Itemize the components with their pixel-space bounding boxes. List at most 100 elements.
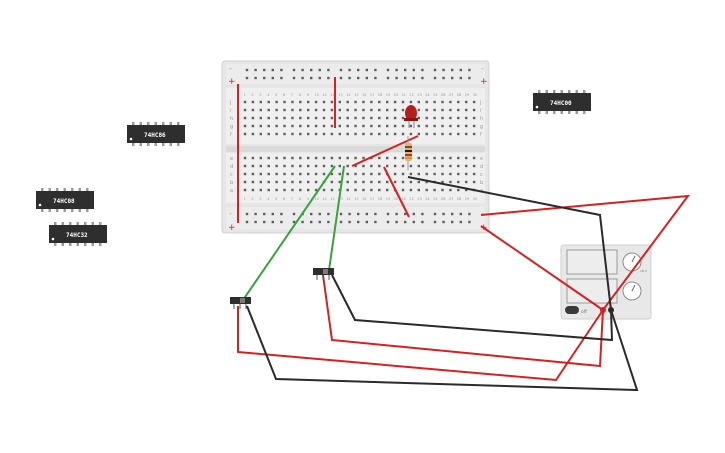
breadboard-hole[interactable] bbox=[251, 108, 255, 112]
breadboard-hole[interactable] bbox=[357, 68, 360, 72]
breadboard-hole[interactable] bbox=[267, 124, 270, 128]
wire-black[interactable] bbox=[246, 305, 639, 392]
breadboard-hole[interactable] bbox=[318, 220, 321, 224]
breadboard-hole[interactable] bbox=[318, 76, 321, 80]
breadboard-hole[interactable] bbox=[280, 220, 283, 224]
breadboard-hole[interactable] bbox=[441, 188, 444, 192]
breadboard-hole[interactable] bbox=[243, 100, 247, 104]
breadboard-hole[interactable] bbox=[310, 220, 313, 224]
chip-74hc32[interactable]: 74HC32 bbox=[49, 222, 107, 246]
breadboard-hole[interactable] bbox=[362, 132, 365, 136]
breadboard-hole[interactable] bbox=[401, 180, 405, 184]
breadboard-hole[interactable] bbox=[283, 180, 286, 184]
breadboard-hole[interactable] bbox=[378, 116, 381, 120]
breadboard-hole[interactable] bbox=[365, 76, 368, 80]
breadboard-hole[interactable] bbox=[395, 68, 398, 72]
resistor[interactable] bbox=[405, 136, 412, 170]
breadboard-hole[interactable] bbox=[425, 108, 428, 112]
breadboard-hole[interactable] bbox=[465, 164, 468, 168]
breadboard-hole[interactable] bbox=[267, 172, 270, 176]
breadboard-hole[interactable] bbox=[404, 76, 407, 80]
breadboard-hole[interactable] bbox=[365, 68, 368, 72]
breadboard-hole[interactable] bbox=[362, 172, 365, 176]
breadboard-hole[interactable] bbox=[348, 220, 351, 224]
breadboard-hole[interactable] bbox=[280, 68, 283, 72]
breadboard-hole[interactable] bbox=[412, 212, 415, 216]
breadboard-hole[interactable] bbox=[370, 108, 373, 112]
breadboard-hole[interactable] bbox=[442, 76, 445, 80]
breadboard-hole[interactable] bbox=[259, 172, 262, 176]
breadboard-hole[interactable] bbox=[318, 68, 321, 72]
breadboard-hole[interactable] bbox=[362, 188, 365, 192]
breadboard-hole[interactable] bbox=[301, 220, 304, 224]
breadboard-hole[interactable] bbox=[263, 76, 266, 80]
breadboard-hole[interactable] bbox=[243, 132, 247, 136]
breadboard-hole[interactable] bbox=[275, 132, 278, 136]
breadboard-hole[interactable] bbox=[291, 156, 294, 160]
breadboard-hole[interactable] bbox=[254, 212, 257, 216]
breadboard-hole[interactable] bbox=[386, 116, 389, 120]
breadboard-hole[interactable] bbox=[412, 220, 415, 224]
breadboard-hole[interactable] bbox=[310, 68, 313, 72]
breadboard-hole[interactable] bbox=[451, 76, 454, 80]
breadboard-hole[interactable] bbox=[459, 76, 462, 80]
breadboard-hole[interactable] bbox=[314, 108, 318, 112]
breadboard-hole[interactable] bbox=[322, 156, 326, 160]
breadboard-hole[interactable] bbox=[322, 132, 326, 136]
breadboard-hole[interactable] bbox=[310, 212, 313, 216]
breadboard-hole[interactable] bbox=[401, 156, 405, 160]
breadboard-hole[interactable] bbox=[449, 124, 452, 128]
breadboard-hole[interactable] bbox=[457, 100, 460, 104]
breadboard-hole[interactable] bbox=[280, 212, 283, 216]
breadboard-hole[interactable] bbox=[346, 100, 349, 104]
breadboard-hole[interactable] bbox=[259, 100, 262, 104]
breadboard-hole[interactable] bbox=[409, 124, 413, 128]
breadboard-hole[interactable] bbox=[346, 124, 349, 128]
breadboard-hole[interactable] bbox=[314, 116, 318, 120]
breadboard-hole[interactable] bbox=[449, 108, 452, 112]
breadboard-hole[interactable] bbox=[417, 124, 420, 128]
breadboard-hole[interactable] bbox=[472, 116, 476, 120]
breadboard-hole[interactable] bbox=[395, 220, 398, 224]
breadboard-hole[interactable] bbox=[449, 156, 452, 160]
breadboard-hole[interactable] bbox=[243, 156, 247, 160]
breadboard-hole[interactable] bbox=[322, 116, 326, 120]
breadboard-hole[interactable] bbox=[330, 164, 334, 168]
breadboard-hole[interactable] bbox=[401, 164, 405, 168]
breadboard-hole[interactable] bbox=[299, 156, 302, 160]
breadboard-hole[interactable] bbox=[338, 124, 341, 128]
breadboard-hole[interactable] bbox=[348, 76, 351, 80]
breadboard-hole[interactable] bbox=[370, 132, 373, 136]
wire-red[interactable] bbox=[480, 194, 691, 311]
breadboard-hole[interactable] bbox=[401, 188, 405, 192]
breadboard-hole[interactable] bbox=[393, 116, 397, 120]
wire-red[interactable] bbox=[351, 135, 419, 167]
breadboard-hole[interactable] bbox=[314, 180, 318, 184]
breadboard-hole[interactable] bbox=[465, 172, 468, 176]
breadboard-hole[interactable] bbox=[468, 212, 471, 216]
breadboard-hole[interactable] bbox=[357, 212, 360, 216]
breadboard-hole[interactable] bbox=[330, 172, 334, 176]
breadboard-hole[interactable] bbox=[301, 68, 304, 72]
breadboard-hole[interactable] bbox=[243, 172, 247, 176]
breadboard-hole[interactable] bbox=[433, 220, 437, 224]
breadboard-hole[interactable] bbox=[254, 76, 257, 80]
breadboard-hole[interactable] bbox=[271, 76, 274, 80]
breadboard-hole[interactable] bbox=[267, 100, 270, 104]
breadboard-hole[interactable] bbox=[357, 220, 360, 224]
breadboard-hole[interactable] bbox=[433, 212, 437, 216]
breadboard-hole[interactable] bbox=[338, 180, 341, 184]
breadboard-hole[interactable] bbox=[404, 220, 407, 224]
breadboard-hole[interactable] bbox=[425, 132, 428, 136]
breadboard-hole[interactable] bbox=[409, 188, 413, 192]
breadboard-hole[interactable] bbox=[393, 164, 397, 168]
breadboard-hole[interactable] bbox=[330, 188, 334, 192]
breadboard-hole[interactable] bbox=[283, 132, 286, 136]
breadboard-hole[interactable] bbox=[441, 172, 444, 176]
breadboard-hole[interactable] bbox=[307, 100, 310, 104]
breadboard-hole[interactable] bbox=[271, 68, 274, 72]
breadboard-hole[interactable] bbox=[338, 100, 341, 104]
breadboard-hole[interactable] bbox=[378, 100, 381, 104]
breadboard-hole[interactable] bbox=[433, 100, 436, 104]
breadboard-hole[interactable] bbox=[386, 156, 389, 160]
